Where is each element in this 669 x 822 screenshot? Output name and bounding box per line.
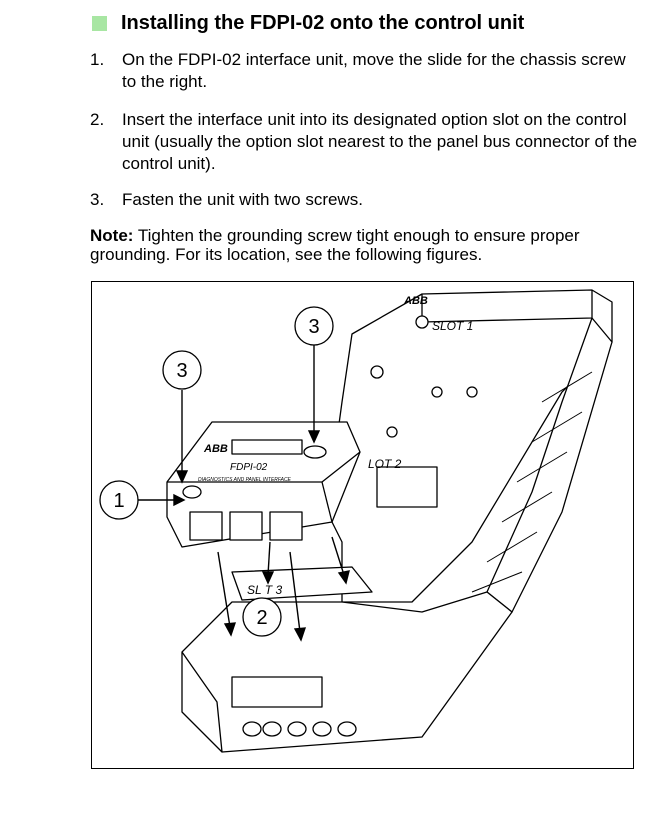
module-name-label: FDPI-02 — [230, 462, 268, 473]
module-subtitle-label: DIAGNOSTICS AND PANEL INTERFACE — [198, 477, 292, 483]
chassis-screw — [182, 485, 202, 499]
arrow-screw-right — [289, 551, 301, 633]
abb-logo-board: ABB — [403, 295, 428, 307]
module-connector-right — [269, 511, 303, 541]
note-paragraph: Note: Tighten the grounding screw tight … — [90, 226, 650, 264]
arrow-slot-right — [331, 536, 345, 576]
heading-bullet-square — [92, 16, 107, 31]
arrow-slot-left — [267, 541, 271, 576]
slot-3-label: SL T 3 — [247, 583, 282, 597]
step-number: 1. — [90, 50, 105, 69]
callout-circle-1 — [99, 480, 139, 520]
abb-logo-module: ABB — [203, 443, 228, 455]
callout-number-3-left: 3 — [176, 360, 187, 382]
installation-illustration: ABB SLOT 1 LOT 2 SL T 3 ABB FDPI-02 DIAG… — [99, 289, 613, 753]
callout-circle-2 — [242, 597, 282, 637]
module-screw-hole — [303, 445, 327, 459]
step-number: 2. — [90, 110, 105, 129]
step-text: Insert the interface unit into its desig… — [122, 110, 638, 173]
installation-figure: ABB SLOT 1 LOT 2 SL T 3 ABB FDPI-02 DIAG… — [91, 281, 634, 769]
module-connector-mid — [229, 511, 263, 541]
bottom-connector — [231, 676, 323, 708]
slot-1-label: SLOT 1 — [432, 319, 473, 333]
module-top-connector — [231, 439, 303, 455]
callout-number-3-top: 3 — [308, 316, 319, 338]
callout-number-1: 1 — [113, 490, 124, 512]
callout-circle-3-top — [294, 306, 334, 346]
callout-circle-3-left — [162, 350, 202, 390]
note-label: Note: — [90, 226, 134, 245]
arrow-screw-left — [217, 551, 231, 628]
step-text: Fasten the unit with two screws. — [122, 190, 363, 209]
step-text: On the FDPI-02 interface unit, move the … — [122, 50, 626, 91]
slot-2-frame — [376, 466, 438, 508]
note-text: Tighten the grounding screw tight enough… — [90, 226, 580, 264]
callout-number-2: 2 — [256, 607, 267, 629]
slot-2-label: LOT 2 — [368, 457, 402, 471]
step-number: 3. — [90, 190, 105, 209]
module-connector-left — [189, 511, 223, 541]
section-heading: Installing the FDPI-02 onto the control … — [121, 12, 525, 34]
